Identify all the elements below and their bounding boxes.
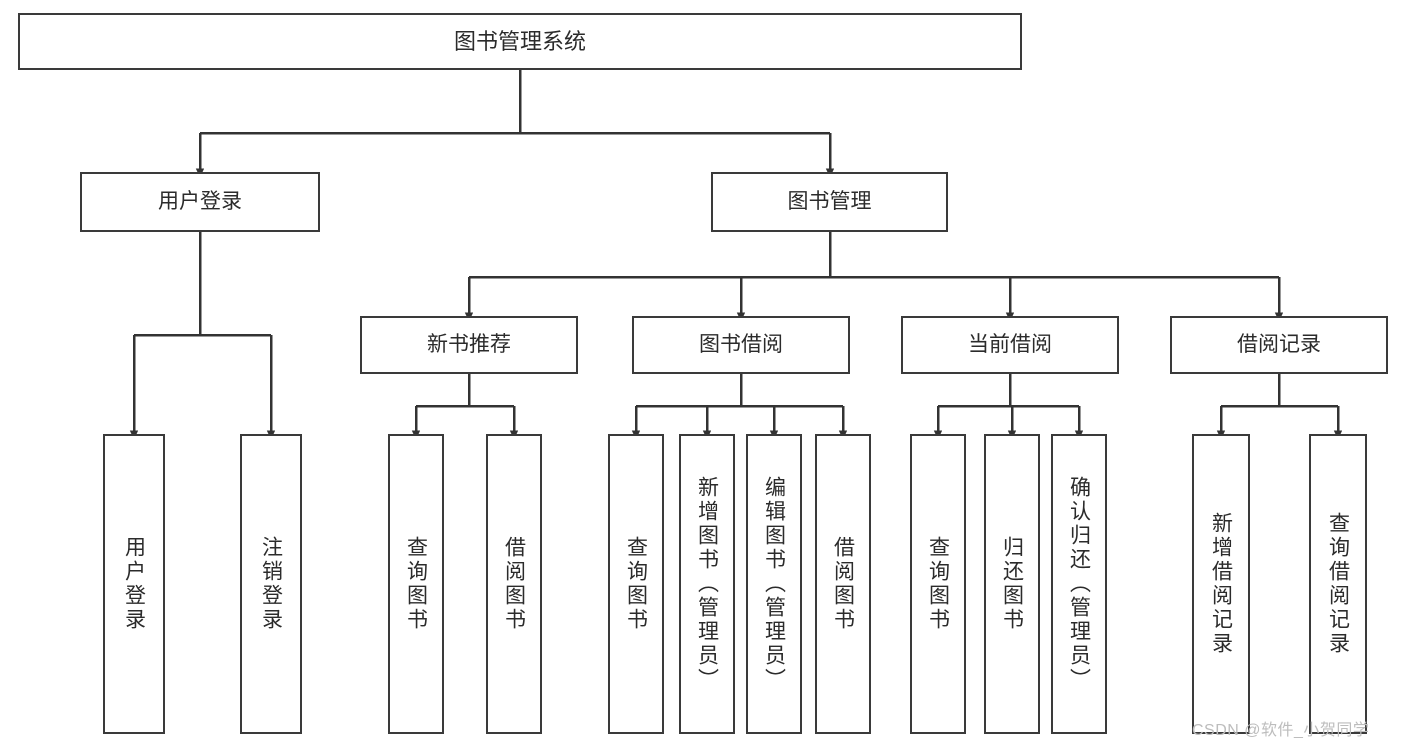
node-bookmgmt[interactable]: 图书管理: [711, 172, 948, 232]
node-l-confirm[interactable]: 确认归还（管理员）: [1051, 434, 1107, 734]
node-login[interactable]: 用户登录: [80, 172, 320, 232]
node-label: 用户登录: [122, 536, 146, 632]
node-label: 查询图书: [926, 536, 950, 632]
node-label: 图书借阅: [699, 332, 783, 356]
node-label: 查询图书: [624, 536, 648, 632]
node-label: 新增借阅记录: [1209, 512, 1233, 656]
node-label: 新书推荐: [427, 332, 511, 356]
csdn-watermark: CSDN @软件_小贺同学: [1192, 722, 1370, 739]
node-newbook[interactable]: 新书推荐: [360, 316, 578, 374]
node-label: 借阅图书: [831, 536, 855, 632]
node-current[interactable]: 当前借阅: [901, 316, 1119, 374]
node-borrow[interactable]: 图书借阅: [632, 316, 850, 374]
connector-lines: [129, 70, 1343, 440]
node-label: 确认归还（管理员）: [1067, 476, 1091, 692]
node-l-bbook2[interactable]: 借阅图书: [815, 434, 871, 734]
node-label: 查询借阅记录: [1326, 512, 1350, 656]
node-label: 归还图书: [1000, 536, 1024, 632]
node-l-login[interactable]: 用户登录: [103, 434, 165, 734]
node-label: 注销登录: [259, 536, 283, 632]
node-label: 图书管理系统: [453, 28, 586, 54]
node-root[interactable]: 图书管理系统: [18, 13, 1022, 70]
node-label: 当前借阅: [968, 332, 1052, 356]
node-l-editbook[interactable]: 编辑图书（管理员）: [746, 434, 802, 734]
node-l-bbook1[interactable]: 借阅图书: [486, 434, 542, 734]
node-label: 新增图书（管理员）: [695, 476, 719, 692]
node-l-qbook2[interactable]: 查询图书: [608, 434, 664, 734]
node-label: 用户登录: [158, 189, 242, 213]
node-label: 编辑图书（管理员）: [762, 476, 786, 692]
node-l-addbook[interactable]: 新增图书（管理员）: [679, 434, 735, 734]
node-l-addrec[interactable]: 新增借阅记录: [1192, 434, 1250, 734]
node-label: 借阅图书: [502, 536, 526, 632]
node-label: 借阅记录: [1237, 332, 1321, 356]
node-l-return[interactable]: 归还图书: [984, 434, 1040, 734]
node-l-qbook1[interactable]: 查询图书: [388, 434, 444, 734]
node-l-qrec[interactable]: 查询借阅记录: [1309, 434, 1367, 734]
node-records[interactable]: 借阅记录: [1170, 316, 1388, 374]
node-label: 图书管理: [787, 189, 872, 213]
node-l-qbook3[interactable]: 查询图书: [910, 434, 966, 734]
node-label: 查询图书: [404, 536, 428, 632]
node-l-logout[interactable]: 注销登录: [240, 434, 302, 734]
